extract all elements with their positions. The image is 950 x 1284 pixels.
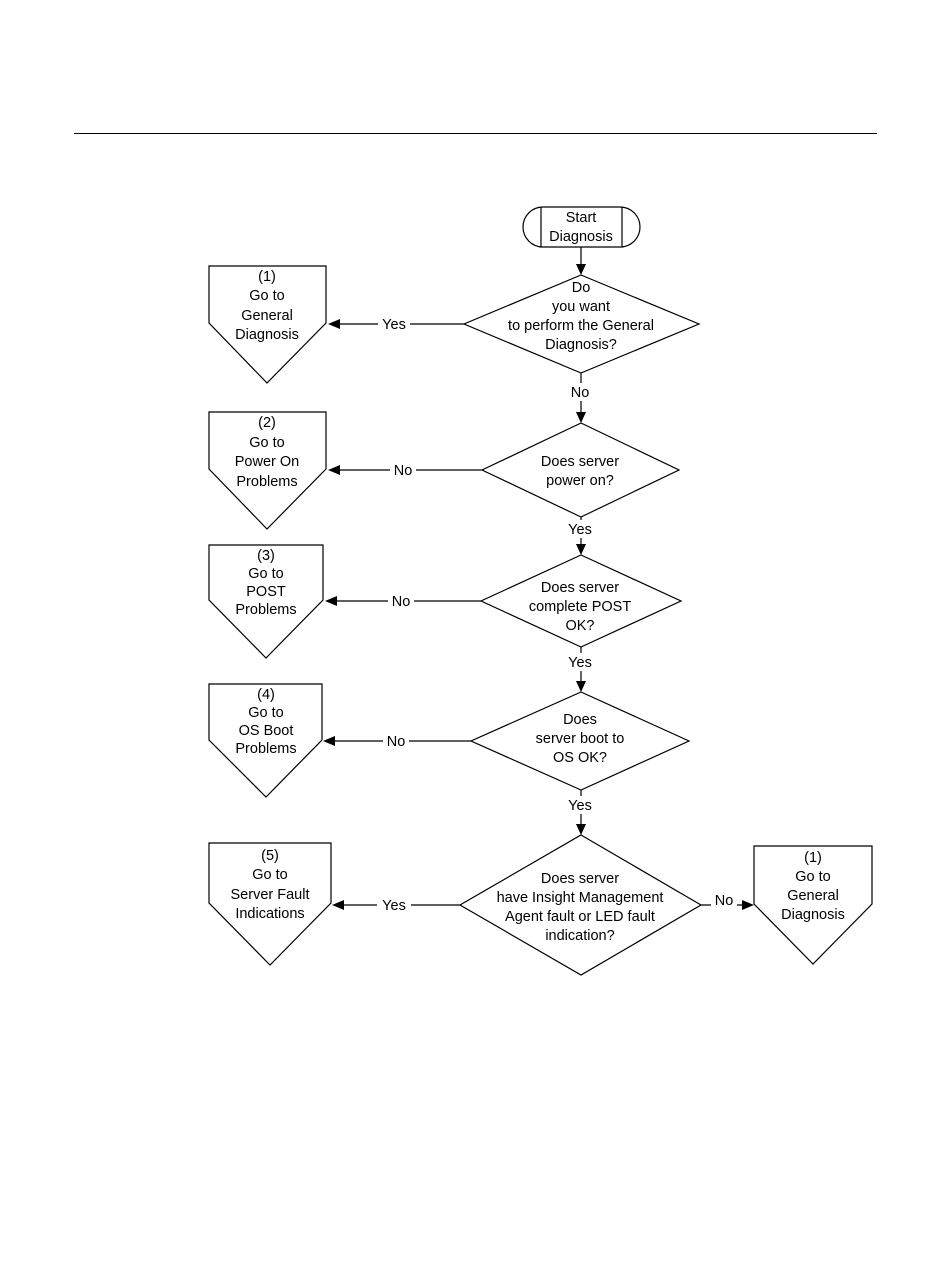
connector-6-line-2: Go to — [795, 869, 830, 885]
edge-label-d4-no: No — [387, 734, 406, 750]
decision-4: Does server boot to OS OK? — [469, 691, 691, 791]
arrow-d4-to-c4 — [323, 736, 335, 746]
edge-label-d2-no: No — [394, 463, 413, 479]
decision-3-line-1: Does server — [541, 580, 619, 596]
connector-4: (4) Go to OS Boot Problems — [208, 683, 323, 798]
connector-4-line-3: OS Boot — [239, 723, 294, 739]
arrow-start-to-d1 — [576, 264, 586, 275]
start-node-line-1: Start — [566, 210, 597, 226]
connector-4-line-4: Problems — [235, 741, 296, 757]
decision-5: Does server have Insight Management Agen… — [458, 834, 703, 976]
decision-3: Does server complete POST OK? — [479, 554, 683, 648]
connector-3-line-2: Go to — [248, 566, 283, 582]
connector-2-line-4: Problems — [236, 474, 297, 490]
decision-5-line-2: have Insight Management — [497, 890, 664, 906]
connector-6-line-4: Diagnosis — [781, 907, 845, 923]
edge-label-d4-yes: Yes — [568, 798, 592, 814]
connector-1: (1) Go to General Diagnosis — [208, 265, 327, 384]
decision-4-line-1: Does — [563, 712, 597, 728]
connector-3-line-1: (3) — [257, 548, 275, 564]
decision-3-line-2: complete POST — [529, 599, 631, 615]
connector-1-line-2: Go to — [249, 288, 284, 304]
edge-label-d5-yes: Yes — [382, 898, 406, 914]
connector-6: (1) Go to General Diagnosis — [753, 845, 873, 965]
connector-3-line-3: POST — [246, 584, 286, 600]
connector-2-line-1: (2) — [258, 415, 276, 431]
start-node-line-2: Diagnosis — [549, 229, 613, 245]
connector-2: (2) Go to Power On Problems — [208, 411, 327, 530]
page-header-rule — [74, 133, 877, 134]
edge-label-d2-yes: Yes — [568, 522, 592, 538]
edge-label-d1-no: No — [571, 385, 590, 401]
decision-4-line-3: OS OK? — [553, 750, 607, 766]
connector-4-line-2: Go to — [248, 705, 283, 721]
connector-5-line-3: Server Fault — [231, 887, 310, 903]
decision-5-line-3: Agent fault or LED fault — [505, 909, 655, 925]
edge-label-d3-no: No — [392, 594, 411, 610]
connector-5-line-1: (5) — [261, 848, 279, 864]
decision-3-line-3: OK? — [565, 618, 594, 634]
decision-1-line-1: Do — [572, 280, 591, 296]
connector-5-line-2: Go to — [252, 867, 287, 883]
arrow-d5-to-c6 — [742, 900, 754, 910]
decision-1-line-4: Diagnosis? — [545, 337, 617, 353]
connector-1-line-4: Diagnosis — [235, 327, 299, 343]
decision-2: Does server power on? — [480, 422, 681, 518]
connector-5-line-4: Indications — [235, 906, 304, 922]
edge-label-d5-no: No — [715, 893, 734, 909]
connector-3: (3) Go to POST Problems — [208, 544, 324, 659]
connector-1-line-1: (1) — [258, 269, 276, 285]
connector-6-line-1: (1) — [804, 850, 822, 866]
decision-4-line-2: server boot to — [536, 731, 625, 747]
connector-1-line-3: General — [241, 308, 293, 324]
decision-2-line-2: power on? — [546, 473, 614, 489]
connector-4-line-1: (4) — [257, 687, 275, 703]
connector-6-line-3: General — [787, 888, 839, 904]
arrow-d3-to-d4 — [576, 681, 586, 692]
decision-1-line-2: you want — [552, 299, 610, 315]
arrow-d1-to-d2 — [576, 412, 586, 423]
connector-5: (5) Go to Server Fault Indications — [208, 842, 332, 966]
connector-2-line-3: Power On — [235, 454, 299, 470]
arrow-d2-to-d3 — [576, 544, 586, 555]
connector-3-line-4: Problems — [235, 602, 296, 618]
start-node: Start Diagnosis — [522, 206, 641, 248]
decision-5-line-4: indication? — [545, 928, 614, 944]
decision-1: Do you want to perform the General Diagn… — [462, 274, 701, 374]
decision-2-line-1: Does server — [541, 454, 619, 470]
arrow-d3-to-c3 — [325, 596, 337, 606]
arrow-d5-to-c5 — [332, 900, 344, 910]
arrow-d4-to-d5 — [576, 824, 586, 835]
arrow-d2-to-c2 — [328, 465, 340, 475]
edge-labels: Yes No No Yes No Yes No Yes Yes No — [377, 315, 737, 914]
edge-label-d1-yes: Yes — [382, 317, 406, 333]
decision-5-line-1: Does server — [541, 871, 619, 887]
decision-1-line-3: to perform the General — [508, 318, 654, 334]
arrow-d1-to-c1 — [328, 319, 340, 329]
edge-label-d3-yes: Yes — [568, 655, 592, 671]
connector-2-line-2: Go to — [249, 435, 284, 451]
